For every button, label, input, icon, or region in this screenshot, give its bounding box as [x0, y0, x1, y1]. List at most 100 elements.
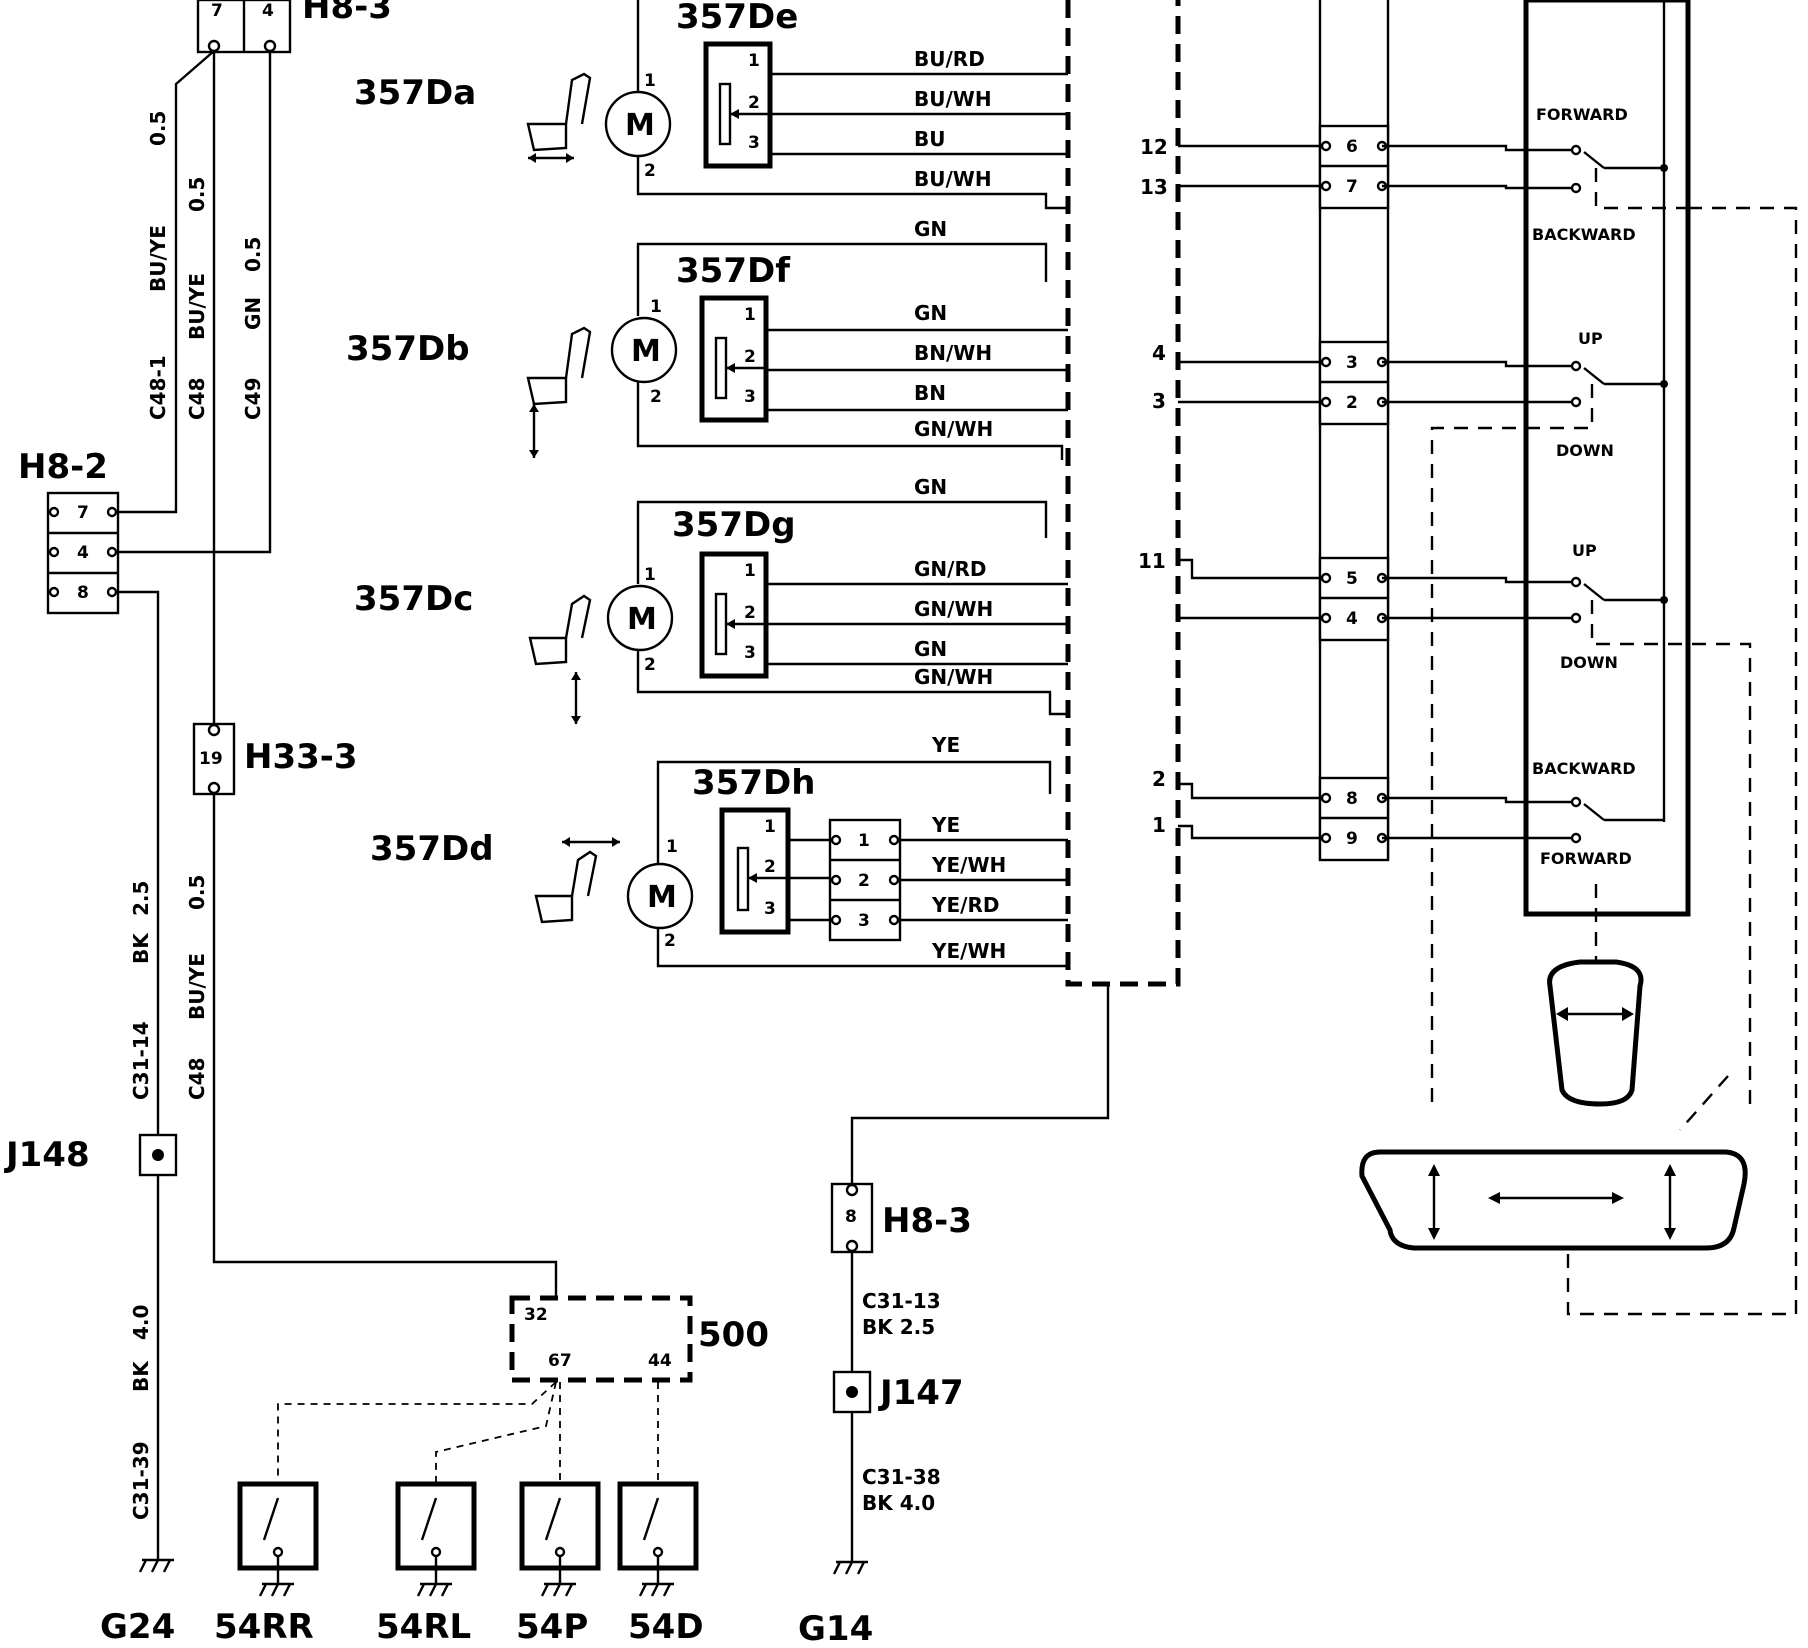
- j148-label: J148: [4, 1135, 90, 1175]
- switch-54p-label: 54P: [516, 1607, 588, 1647]
- h8-3-bottom-label: H8-3: [882, 1201, 972, 1241]
- label-c48-low-id: C48: [185, 1057, 209, 1100]
- main-harness: [1065, 0, 1181, 987]
- svg-text:GN: GN: [914, 637, 947, 661]
- label-c31-14-color: BK: [129, 932, 153, 964]
- motor-357da-label: 357Da: [354, 73, 476, 113]
- motor-group-b: GN 357Db M 1 2 357Df 1 2 3 GN BN/WH BN G…: [346, 217, 1068, 460]
- connector-h8-3-bottom: 8 H8-3: [830, 1182, 972, 1254]
- switch-54p: 54P: [516, 1481, 601, 1647]
- wire-to-h8-3: [850, 984, 1110, 1184]
- wire-c48-1: [118, 50, 215, 514]
- svg-text:YE/RD: YE/RD: [931, 893, 999, 917]
- svg-text:2: 2: [764, 857, 776, 877]
- svg-text:2: 2: [644, 161, 656, 181]
- motor-group-c: GN 357Dc M 1 2 357Dg 1 2 3 GN/RD GN/WH G…: [354, 475, 1068, 724]
- label-c31-14-size: 2.5: [129, 881, 153, 916]
- svg-text:DOWN: DOWN: [1556, 441, 1614, 460]
- svg-text:2: 2: [1346, 393, 1358, 413]
- motor-357dc-label: 357Dc: [354, 579, 473, 619]
- wire-c49: [118, 51, 272, 554]
- sensor-357de-label: 357De: [676, 0, 798, 37]
- label-c49-color: GN: [241, 297, 265, 330]
- svg-text:12: 12: [1140, 135, 1168, 159]
- sensor-357dg: [699, 551, 769, 679]
- svg-text:3: 3: [748, 133, 760, 153]
- svg-text:7: 7: [1346, 177, 1358, 197]
- svg-text:1: 1: [644, 565, 656, 585]
- svg-text:1: 1: [644, 71, 656, 91]
- svg-text:YE: YE: [931, 813, 960, 837]
- svg-text:BU: BU: [914, 127, 945, 151]
- switch-54rl-label: 54RL: [376, 1607, 471, 1647]
- label-c31-39-color: BK: [129, 1360, 153, 1392]
- module-500: 32 67 44 500: [509, 1295, 769, 1383]
- svg-text:3: 3: [1346, 353, 1358, 373]
- svg-text:J147: J147: [878, 1373, 964, 1413]
- svg-text:1: 1: [764, 817, 776, 837]
- junction-j147: J147: [832, 1370, 964, 1414]
- motor-357dc: [606, 584, 674, 652]
- ground-g24: G24: [100, 1558, 175, 1647]
- svg-text:BN/WH: BN/WH: [914, 341, 992, 365]
- svg-text:1: 1: [858, 831, 870, 851]
- svg-text:9: 9: [1346, 829, 1358, 849]
- motor-357da-symbol: M: [625, 108, 655, 143]
- svg-text:BK 4.0: BK 4.0: [862, 1491, 935, 1515]
- svg-text:YE/WH: YE/WH: [931, 939, 1006, 963]
- h33-3-pin-19: 19: [199, 749, 223, 769]
- h8-2-pin-7: 7: [77, 503, 89, 523]
- svg-text:11: 11: [1138, 549, 1166, 573]
- seat-switch-housing: [1523, 0, 1691, 917]
- ground-g14: G14: [798, 1560, 873, 1648]
- label-c48-1-size: 0.5: [146, 111, 170, 146]
- svg-text:1: 1: [748, 51, 760, 71]
- svg-text:GN/WH: GN/WH: [914, 665, 993, 689]
- svg-text:GN/WH: GN/WH: [914, 417, 993, 441]
- module-pin-44: 44: [648, 1351, 672, 1371]
- svg-text:BU/WH: BU/WH: [914, 167, 992, 191]
- svg-text:1: 1: [650, 297, 662, 317]
- svg-text:M: M: [647, 880, 677, 915]
- motor-357dd-label: 357Dd: [370, 829, 494, 869]
- label-c48-size: 0.5: [185, 177, 209, 212]
- label-c48-1-color: BU/YE: [146, 225, 170, 292]
- sensor-357dh: [719, 807, 791, 935]
- svg-text:BK 2.5: BK 2.5: [862, 1315, 935, 1339]
- connector-h8-3-top: 7 4 H8-3: [196, 0, 392, 54]
- svg-text:3: 3: [744, 387, 756, 407]
- sensor-357df: [699, 295, 769, 423]
- svg-text:BU/WH: BU/WH: [914, 87, 992, 111]
- svg-text:UP: UP: [1578, 329, 1603, 348]
- svg-text:13: 13: [1140, 175, 1168, 199]
- switch-connector: 6 7 3 2 5 4 8 9: [1318, 0, 1390, 862]
- svg-text:C31-38: C31-38: [862, 1465, 941, 1489]
- switch-54rr-label: 54RR: [214, 1607, 314, 1647]
- svg-text:1: 1: [666, 837, 678, 857]
- label-c49-size: 0.5: [241, 237, 265, 272]
- svg-text:2: 2: [1152, 767, 1166, 791]
- h33-3-label: H33-3: [244, 737, 358, 777]
- svg-text:2: 2: [664, 931, 676, 951]
- h8-3-top-label: H8-3: [302, 0, 392, 27]
- svg-text:BU/RD: BU/RD: [914, 47, 985, 71]
- svg-text:1: 1: [1152, 813, 1166, 837]
- svg-text:FORWARD: FORWARD: [1540, 849, 1632, 868]
- label-c48-color: BU/YE: [185, 273, 209, 340]
- seat-height-icon: [526, 326, 592, 458]
- connector-357dh: [828, 818, 902, 942]
- seat-tilt-icon: [528, 594, 592, 724]
- connector-h8-2: H8-2 7 4 8: [18, 447, 120, 615]
- motor-group-a: 357Da M 1 2 357De 1 2 3 BU/RD BU/WH BU B…: [354, 0, 1068, 210]
- svg-text:G14: G14: [798, 1609, 873, 1648]
- svg-text:BN: BN: [914, 381, 946, 405]
- svg-text:2: 2: [644, 655, 656, 675]
- sensor-357de: [703, 41, 773, 169]
- harness-pin-labels: 12 13 4 3 11 2 1: [1138, 135, 1168, 837]
- svg-text:4: 4: [1152, 341, 1166, 365]
- svg-text:DOWN: DOWN: [1560, 653, 1618, 672]
- svg-text:FORWARD: FORWARD: [1536, 105, 1628, 124]
- wire-c31-14: [118, 590, 160, 1560]
- g24-label: G24: [100, 1607, 175, 1647]
